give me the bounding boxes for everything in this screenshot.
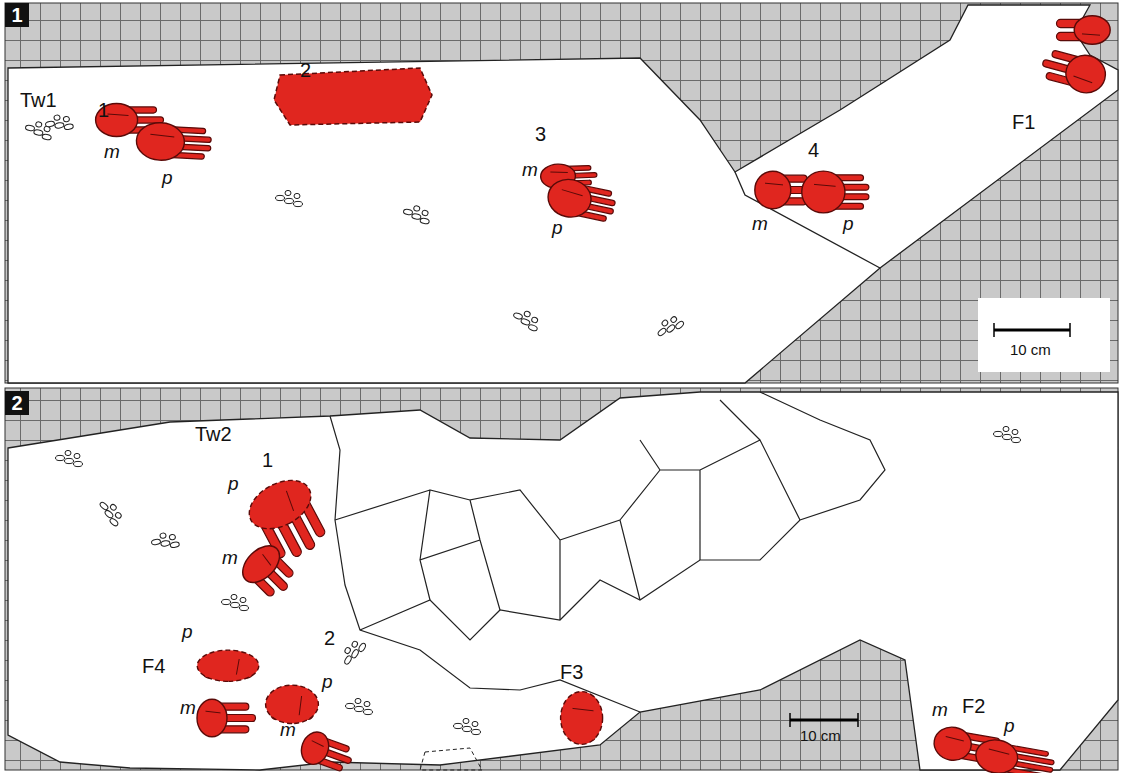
manus-label: m xyxy=(180,698,196,717)
callout-number: 4 xyxy=(808,140,819,160)
panel-number: 2 xyxy=(5,391,29,415)
footprints xyxy=(96,16,1111,773)
scale-bar xyxy=(994,329,1070,332)
pes-label: p xyxy=(228,474,239,493)
scale-label: 10 cm xyxy=(1010,342,1051,357)
manus-label: m xyxy=(104,142,120,161)
scale-bar xyxy=(790,719,858,722)
blurred-footprint xyxy=(274,68,432,125)
manus-label: m xyxy=(932,700,948,719)
panel-ground xyxy=(5,388,1118,770)
rock-surface xyxy=(8,5,1118,383)
track-label: F2 xyxy=(962,696,985,716)
manus-label: m xyxy=(222,548,238,567)
track-label: F1 xyxy=(1012,112,1035,132)
callout-number: 2 xyxy=(300,60,311,80)
manus-label: m xyxy=(752,214,768,233)
callout-number: 2 xyxy=(324,628,335,648)
manus-label: m xyxy=(280,720,296,739)
scale-label: 10 cm xyxy=(800,728,841,743)
callout-number: 3 xyxy=(535,124,546,144)
pes-label: p xyxy=(1004,716,1015,735)
small-tracks xyxy=(24,113,1020,735)
pes-label: p xyxy=(182,622,193,641)
track-label: F4 xyxy=(142,656,165,676)
trackway-label: Tw1 xyxy=(20,90,57,110)
track-label: F3 xyxy=(560,662,583,682)
pes-label: p xyxy=(843,214,854,233)
callout-number: 1 xyxy=(262,450,273,470)
rock-surface xyxy=(8,392,1118,770)
manus-label: m xyxy=(522,160,538,179)
panel-number: 1 xyxy=(5,3,29,27)
callout-number: 1 xyxy=(98,100,109,120)
pes-label: p xyxy=(552,218,563,237)
pes-label: p xyxy=(162,168,173,187)
trackway-label: Tw2 xyxy=(195,424,232,444)
pes-label: p xyxy=(322,672,333,691)
cracks xyxy=(330,392,885,712)
panel-ground xyxy=(5,3,1118,383)
